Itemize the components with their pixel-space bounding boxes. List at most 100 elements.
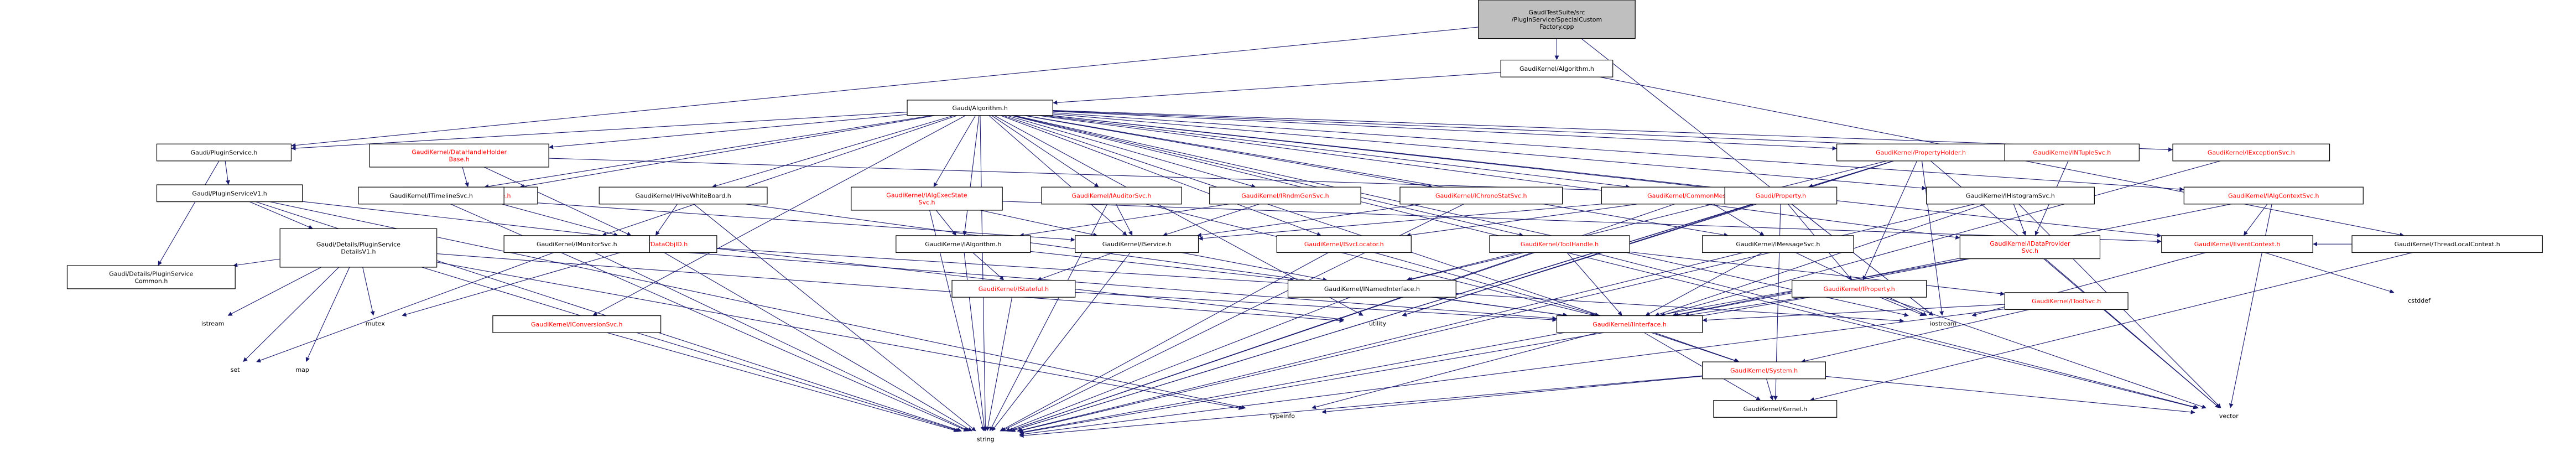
node-box bbox=[1041, 186, 1182, 205]
node-typeinfo: typeinfo bbox=[1270, 413, 1295, 420]
node-iexception[interactable]: GaudiKernel/IExceptionSvc.h bbox=[2172, 143, 2330, 162]
edge-ihisto-to-idataprov bbox=[2013, 204, 2026, 236]
node-ga-main[interactable]: GaudiKernel/Algorithm.h bbox=[1500, 59, 1614, 77]
node-istream: istream bbox=[201, 320, 225, 328]
node-threadlocal[interactable]: GaudiKernel/ThreadLocalContext.h bbox=[2351, 235, 2543, 253]
edge-ga-to-imonitor bbox=[602, 115, 957, 237]
edge-imessage-to-iinterface bbox=[1645, 252, 1763, 316]
edge-ga-to-eventctx bbox=[1051, 115, 2162, 238]
edge-gpsv1-to-utility bbox=[302, 201, 1344, 321]
node-eventctx[interactable]: GaudiKernel/EventContext.h bbox=[2161, 235, 2313, 253]
node-iostream: iostream bbox=[1930, 320, 1956, 328]
edge-ialgexec-to-ialgorithm bbox=[935, 210, 957, 236]
edge-ialgcontext-to-iinterface bbox=[1672, 204, 2231, 317]
edge-ialgorithm-to-inamed bbox=[1030, 251, 1295, 282]
node-label: Gaudi/PluginService.h bbox=[191, 149, 258, 157]
node-gps[interactable]: Gaudi/PluginService.h bbox=[156, 143, 292, 162]
node-ialgorithm[interactable]: GaudiKernel/IAlgorithm.h bbox=[896, 235, 1031, 253]
node-isvclocator[interactable]: GaudiKernel/ISvcLocator.h bbox=[1276, 235, 1412, 253]
edge-irndm-to-iservice bbox=[1162, 204, 1260, 237]
node-box bbox=[358, 186, 504, 205]
node-ihisto[interactable]: GaudiKernel/IHistogramSvc.h bbox=[1926, 186, 2095, 205]
node-label: mutex bbox=[366, 320, 386, 328]
node-box bbox=[1724, 186, 1838, 205]
edge-ga-to-iconv bbox=[592, 115, 966, 316]
edge-details_v1-to-mutex bbox=[362, 267, 375, 316]
node-propholder[interactable]: GaudiKernel/PropertyHolder.h bbox=[1836, 143, 2005, 162]
edge-iauditor-to-string bbox=[990, 204, 1108, 432]
edge-details_v1-to-string bbox=[421, 267, 961, 432]
node-label: set bbox=[231, 366, 240, 373]
node-toolhandle[interactable]: GaudiKernel/ToolHandle.h bbox=[1489, 235, 1630, 253]
edge-ichrono-to-iservice bbox=[1196, 204, 1422, 237]
node-iinterface[interactable]: GaudiKernel/IInterface.h bbox=[1556, 315, 1703, 333]
node-box bbox=[2161, 235, 2313, 253]
node-label: GaudiKernel/Kernel.h bbox=[1743, 406, 1807, 413]
edge-ialgexec-to-iservice bbox=[980, 210, 1098, 237]
node-box bbox=[156, 184, 303, 203]
edge-iservice-to-inamed bbox=[1181, 252, 1328, 282]
node-label: GaudiKernel/ITimelineSvc.h bbox=[389, 192, 473, 199]
node-ga[interactable]: Gaudi/Algorithm.h bbox=[907, 100, 1053, 116]
edge-details_v1-to-utility bbox=[436, 253, 1344, 323]
node-box bbox=[1209, 186, 1361, 205]
edge-hivewb-to-string bbox=[693, 204, 976, 432]
node-system[interactable]: GaudiKernel/System.h bbox=[1702, 361, 1826, 380]
node-istateful[interactable]: GaudiKernel/IStateful.h bbox=[951, 279, 1076, 298]
edge-gpsv1-to-details_v1 bbox=[249, 201, 313, 229]
node-vector: vector bbox=[2219, 413, 2239, 420]
edge-ialgcontext-to-vector bbox=[2229, 204, 2272, 408]
edge-toolhandle-to-inamed bbox=[1407, 252, 1524, 282]
node-box bbox=[492, 315, 662, 333]
node-ichrono[interactable]: GaudiKernel/IChronoStatSvc.h bbox=[1399, 186, 1563, 205]
node-box bbox=[2351, 235, 2543, 253]
edge-ga-to-imessage bbox=[1025, 115, 1729, 237]
node-iconv[interactable]: GaudiKernel/IConversionSvc.h bbox=[492, 315, 662, 333]
node-iauditor[interactable]: GaudiKernel/IAuditorSvc.h bbox=[1041, 186, 1182, 205]
node-box bbox=[2004, 292, 2129, 310]
edge-ga-to-string bbox=[980, 115, 988, 432]
node-property[interactable]: Gaudi/Property.h bbox=[1724, 186, 1838, 205]
edge-iauditor-to-iinterface bbox=[1146, 204, 1596, 317]
node-itoolsvc[interactable]: GaudiKernel/IToolSvc.h bbox=[2004, 292, 2129, 310]
node-root: GaudiTestSuite/src/PluginService/Special… bbox=[1478, 0, 1636, 39]
edge-ga-to-iexception bbox=[1053, 110, 2173, 152]
node-irndm[interactable]: GaudiKernel/IRndmGenSvc.h bbox=[1209, 186, 1361, 205]
edge-imonitor-to-string bbox=[594, 252, 970, 432]
node-kernel[interactable]: GaudiKernel/Kernel.h bbox=[1713, 400, 1838, 418]
node-label: GaudiKernel/IAlgContextSvc.h bbox=[2228, 192, 2319, 199]
node-iservice[interactable]: GaudiKernel/IService.h bbox=[1075, 235, 1199, 253]
node-label: GaudiKernel/IRndmGenSvc.h bbox=[1241, 192, 1329, 199]
header-nodes: GaudiTestSuite/src/PluginService/Special… bbox=[66, 0, 2543, 443]
node-box bbox=[503, 235, 650, 253]
edge-ga-to-dhb bbox=[549, 114, 908, 149]
node-box bbox=[1926, 186, 2095, 205]
node-imonitor[interactable]: GaudiKernel/IMonitorSvc.h bbox=[503, 235, 650, 253]
edge-iinterface-to-system bbox=[1654, 332, 1740, 363]
node-intuple[interactable]: GaudiKernel/INTupleSvc.h bbox=[2004, 143, 2140, 162]
node-utility: utility bbox=[1369, 320, 1387, 328]
node-box bbox=[1276, 235, 1412, 253]
node-inamed[interactable]: GaudiKernel/INamedInterface.h bbox=[1287, 279, 1456, 298]
edge-details_v1-to-set bbox=[243, 267, 340, 362]
node-timeline[interactable]: GaudiKernel/ITimelineSvc.h bbox=[358, 186, 504, 205]
node-gpsv1[interactable]: Gaudi/PluginServiceV1.h bbox=[156, 184, 303, 203]
edge-iservice-to-string bbox=[991, 252, 1131, 432]
node-box bbox=[951, 279, 1076, 298]
node-label: GaudiKernel/INTupleSvc.h bbox=[2033, 149, 2111, 157]
edge-irndm-to-ialgorithm bbox=[1019, 204, 1229, 237]
node-string: string bbox=[977, 435, 995, 443]
node-box bbox=[1556, 315, 1703, 333]
node-imessage[interactable]: GaudiKernel/IMessageSvc.h bbox=[1702, 235, 1854, 253]
edge-isvclocator-to-string bbox=[1000, 252, 1329, 432]
node-ialgcontext[interactable]: GaudiKernel/IAlgContextSvc.h bbox=[2183, 186, 2364, 205]
node-hivewb[interactable]: GaudiKernel/IHiveWhiteBoard.h bbox=[599, 186, 768, 205]
node-mutex: mutex bbox=[366, 320, 386, 328]
node-box bbox=[1399, 186, 1563, 205]
node-iproperty[interactable]: GaudiKernel/IProperty.h bbox=[1792, 279, 1927, 298]
